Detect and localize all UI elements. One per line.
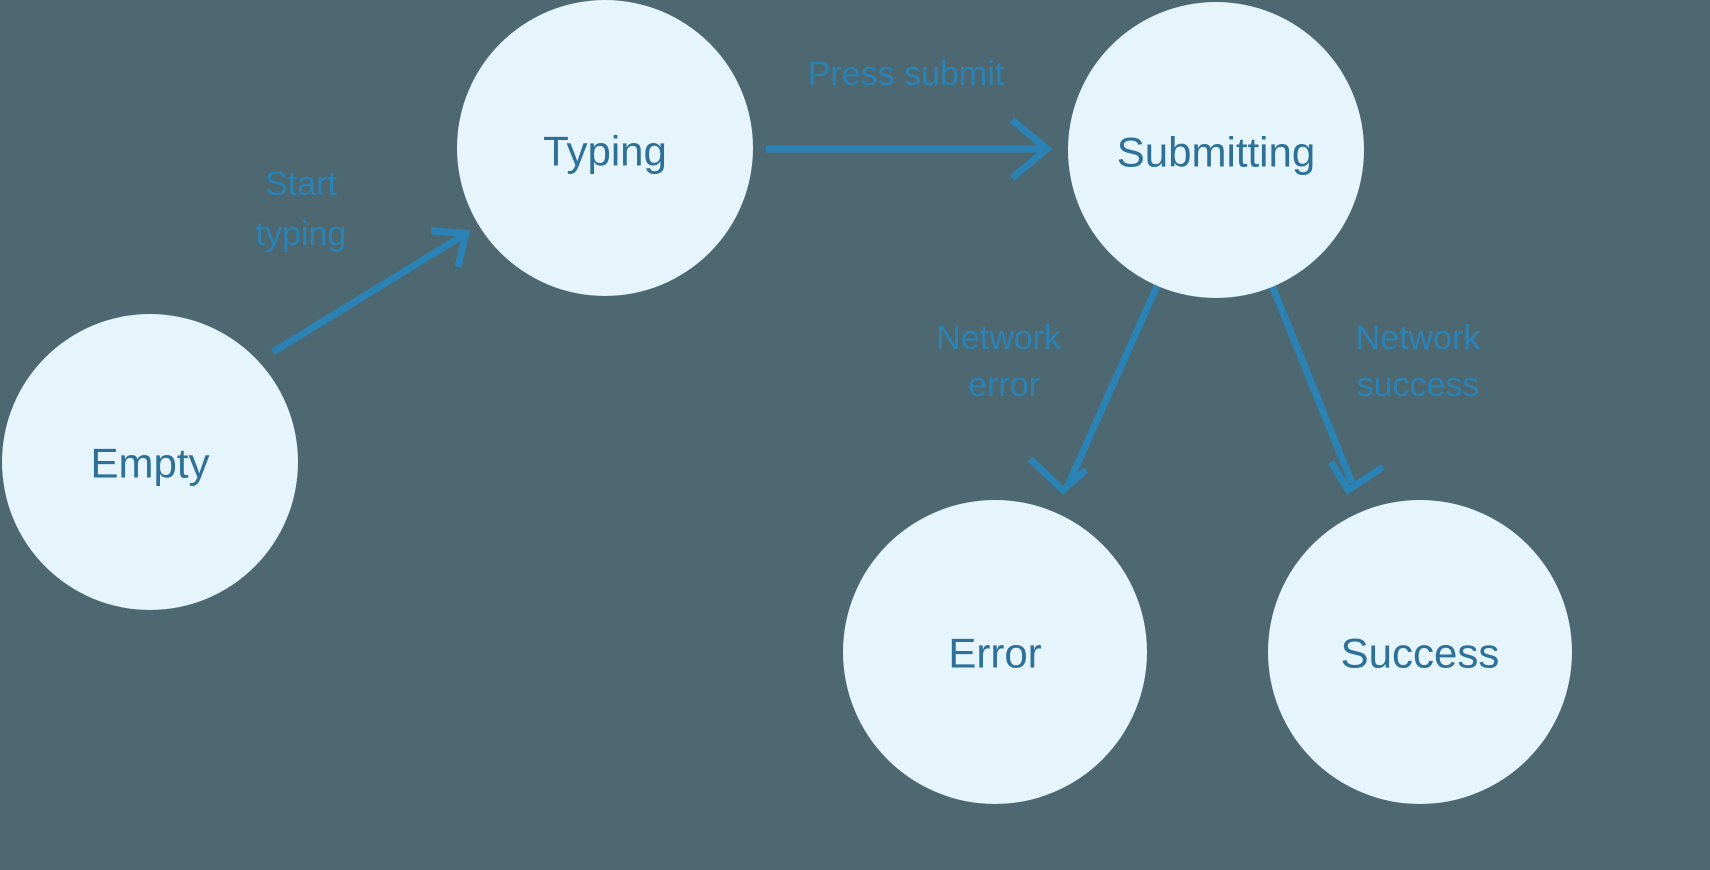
node-error-circle	[843, 500, 1147, 804]
edge-typing-to-submitting[interactable]	[766, 117, 1053, 181]
node-success-circle	[1268, 500, 1572, 804]
edge-submitting-to-error[interactable]	[1027, 284, 1161, 495]
edge-empty-to-typing-line	[271, 233, 464, 355]
edge-label-submitting-to-success-line-1: Network	[1356, 319, 1482, 357]
edge-typing-to-submitting-arrowhead	[1009, 117, 1053, 181]
edge-label-empty-to-typing-line-1: Start	[265, 165, 337, 203]
edge-empty-to-typing-arrowhead	[430, 227, 471, 268]
node-submitting-circle	[1068, 2, 1364, 298]
edge-empty-to-typing[interactable]	[271, 227, 471, 355]
edge-label-submitting-to-success-line-2: success	[1357, 366, 1480, 404]
edge-label-submitting-to-success: Network success	[1356, 319, 1482, 404]
edge-submitting-to-error-arrowhead	[1027, 456, 1089, 495]
node-submitting[interactable]: Submitting	[1068, 2, 1364, 298]
edge-label-typing-to-submitting-line-1: Press submit	[808, 55, 1005, 93]
node-error[interactable]: Error	[843, 500, 1147, 804]
node-success[interactable]: Success	[1268, 500, 1572, 804]
node-empty-label: Empty	[90, 440, 209, 487]
edge-submitting-to-error-line	[1065, 284, 1161, 485]
edge-label-typing-to-submitting: Press submit	[808, 55, 1005, 93]
edge-label-submitting-to-error-line-2: error	[968, 366, 1040, 404]
edge-submitting-to-success-line	[1267, 281, 1356, 485]
node-submitting-label: Submitting	[1117, 129, 1315, 176]
edge-submitting-to-success-arrowhead	[1328, 460, 1385, 495]
edge-label-submitting-to-error-line-1: Network	[936, 319, 1062, 357]
edge-submitting-to-success[interactable]	[1267, 281, 1385, 495]
edge-label-empty-to-typing: Start typing	[256, 165, 347, 253]
node-typing-label: Typing	[543, 128, 667, 175]
edge-label-submitting-to-error: Network error	[936, 319, 1062, 404]
edge-label-empty-to-typing-line-2: typing	[256, 215, 347, 253]
node-typing[interactable]: Typing	[457, 0, 753, 296]
node-empty-circle	[2, 314, 298, 610]
node-success-label: Success	[1341, 630, 1500, 677]
node-typing-circle	[457, 0, 753, 296]
node-error-label: Error	[948, 630, 1041, 677]
node-empty[interactable]: Empty	[2, 314, 298, 610]
